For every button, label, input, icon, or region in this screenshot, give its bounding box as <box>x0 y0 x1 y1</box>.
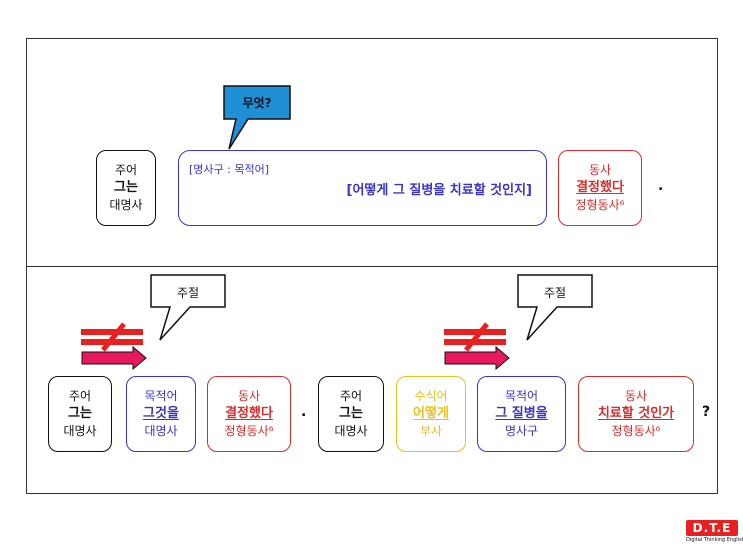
top-callout-bubble <box>223 85 291 150</box>
word-label: 결정했다 <box>576 180 624 195</box>
word-label: 결정했다 <box>225 406 273 421</box>
role-label: 목적어 <box>144 389 178 403</box>
pos-label: 부사 <box>419 424 443 438</box>
word-label: 치료할 것인가 <box>597 406 675 421</box>
pink-arrow-left <box>81 345 147 371</box>
bottom-object-card-1: 목적어 그것을 대명사 <box>126 376 196 452</box>
word-label: 어떻게 <box>413 406 449 421</box>
top-object-clause-card: [명사구 : 목적어] [어떻게 그 질병을 치료할 것인지] <box>178 150 547 226</box>
bottom-object-card-2: 목적어 그 질병을 명사구 <box>477 376 566 452</box>
role-label: 수식어 <box>414 389 448 403</box>
bottom-verb-card-2: 동사 치료할 것인가 정형동사⁶ <box>578 376 694 452</box>
bottom-modifier-card: 수식어 어떻게 부사 <box>396 376 466 452</box>
not-equal-sign-right <box>444 322 506 352</box>
word-label: 그 질병을 <box>495 406 548 421</box>
role-label: 동사 <box>588 163 612 177</box>
role-label: 동사 <box>237 389 261 403</box>
bottom-end-punct: ? <box>702 404 711 420</box>
bottom-subject-card-2: 주어 그는 대명사 <box>318 376 384 452</box>
role-label: 주어 <box>114 163 138 177</box>
pos-label: 정형동사⁶ <box>611 424 661 438</box>
role-label: 동사 <box>624 389 648 403</box>
top-verb-card: 동사 결정했다 정형동사⁶ <box>558 150 642 226</box>
logo-caption: Digital Thinking English <box>686 537 743 543</box>
logo-mark: D.T.E <box>686 520 738 536</box>
top-subject-card: 주어 그는 대명사 <box>96 150 156 226</box>
bottom-verb-card-1: 동사 결정했다 정형동사⁶ <box>207 376 291 452</box>
bottom-left-callout-bubble <box>150 274 226 341</box>
word-label: 그는 <box>68 406 92 421</box>
word-label: 그것을 <box>143 406 179 421</box>
word-label: 그는 <box>339 406 363 421</box>
bottom-right-callout-label: 주절 <box>543 286 567 300</box>
dte-logo: D.T.E Digital Thinking English <box>686 520 743 544</box>
pos-label: 대명사 <box>334 424 368 438</box>
top-end-punct: . <box>658 178 664 194</box>
bottom-subject-card-1: 주어 그는 대명사 <box>48 376 112 452</box>
pos-label: 정형동사⁶ <box>224 424 274 438</box>
pos-label: 대명사 <box>109 198 143 212</box>
bottom-mid-punct: . <box>301 404 307 420</box>
role-label: 목적어 <box>504 389 539 403</box>
not-equal-sign-left <box>81 322 143 352</box>
bottom-right-callout-bubble <box>517 274 593 341</box>
object-clause-tag: [명사구 : 목적어] <box>189 163 270 176</box>
section-divider <box>26 266 718 267</box>
pos-label: 대명사 <box>144 424 178 438</box>
pos-label: 대명사 <box>63 424 97 438</box>
role-label: 주어 <box>68 389 92 403</box>
pos-label: 정형동사⁶ <box>575 198 625 212</box>
word-label: 그는 <box>114 180 138 195</box>
bottom-left-callout-label: 주절 <box>176 286 200 300</box>
object-clause-text: [어떻게 그 질병을 치료할 것인지] <box>346 183 532 198</box>
role-label: 주어 <box>339 389 363 403</box>
pink-arrow-right <box>444 345 510 371</box>
top-callout-label: 무엇? <box>242 96 272 110</box>
pos-label: 명사구 <box>504 424 539 438</box>
